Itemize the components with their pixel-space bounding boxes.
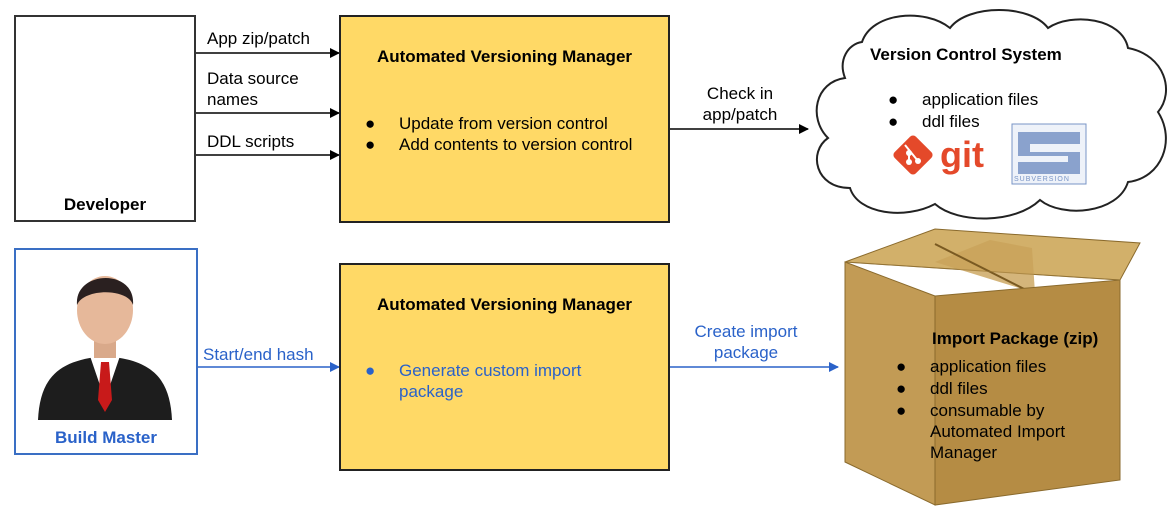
import-package-bullet: ●application files (896, 357, 1047, 376)
build-master-avatar (38, 276, 172, 420)
check-in-label: Check in app/patch (702, 84, 778, 124)
git-text: git (940, 134, 984, 175)
input-label-ddl: DDL scripts (207, 132, 295, 151)
avm-top-box: Automated Versioning Manager ●Update fro… (339, 15, 670, 223)
vcs-title: Version Control System (870, 45, 1062, 64)
developer-label: Developer (63, 195, 147, 214)
vcs-bullet: ●application files (888, 90, 1039, 109)
import-package-title: Import Package (zip) (932, 329, 1099, 348)
subversion-logo (1011, 123, 1087, 185)
developer-frame: Developer (14, 15, 196, 222)
input-label-app-zip: App zip/patch (207, 29, 311, 48)
avm-top-bullet: ●Update from version control (365, 114, 608, 133)
avm-bottom-bullet: ●Generate custom import package (365, 361, 582, 401)
import-package-bullet: ●ddl files (896, 379, 988, 398)
avm-top-bullet: ●Add contents to version control (365, 135, 633, 154)
create-import-label: Create import package (694, 322, 798, 362)
build-master-label: Build Master (54, 428, 158, 447)
input-label-start-end-hash: Start/end hash (203, 345, 314, 364)
subversion-text: SUBVERSION (1014, 176, 1070, 183)
import-package-box (844, 228, 1141, 506)
input-label-data-source: Data source names (207, 69, 299, 109)
vcs-bullet: ●ddl files (888, 112, 980, 131)
import-package-bullet: ●consumable by Automated Import Manager (896, 401, 1066, 462)
avm-bottom-box: Automated Versioning Manager ●Generate c… (339, 263, 670, 471)
avm-bottom-title: Automated Versioning Manager (376, 295, 633, 314)
build-master-frame: Build Master (14, 248, 198, 455)
avm-top-title: Automated Versioning Manager (376, 47, 633, 66)
git-logo (893, 135, 933, 175)
